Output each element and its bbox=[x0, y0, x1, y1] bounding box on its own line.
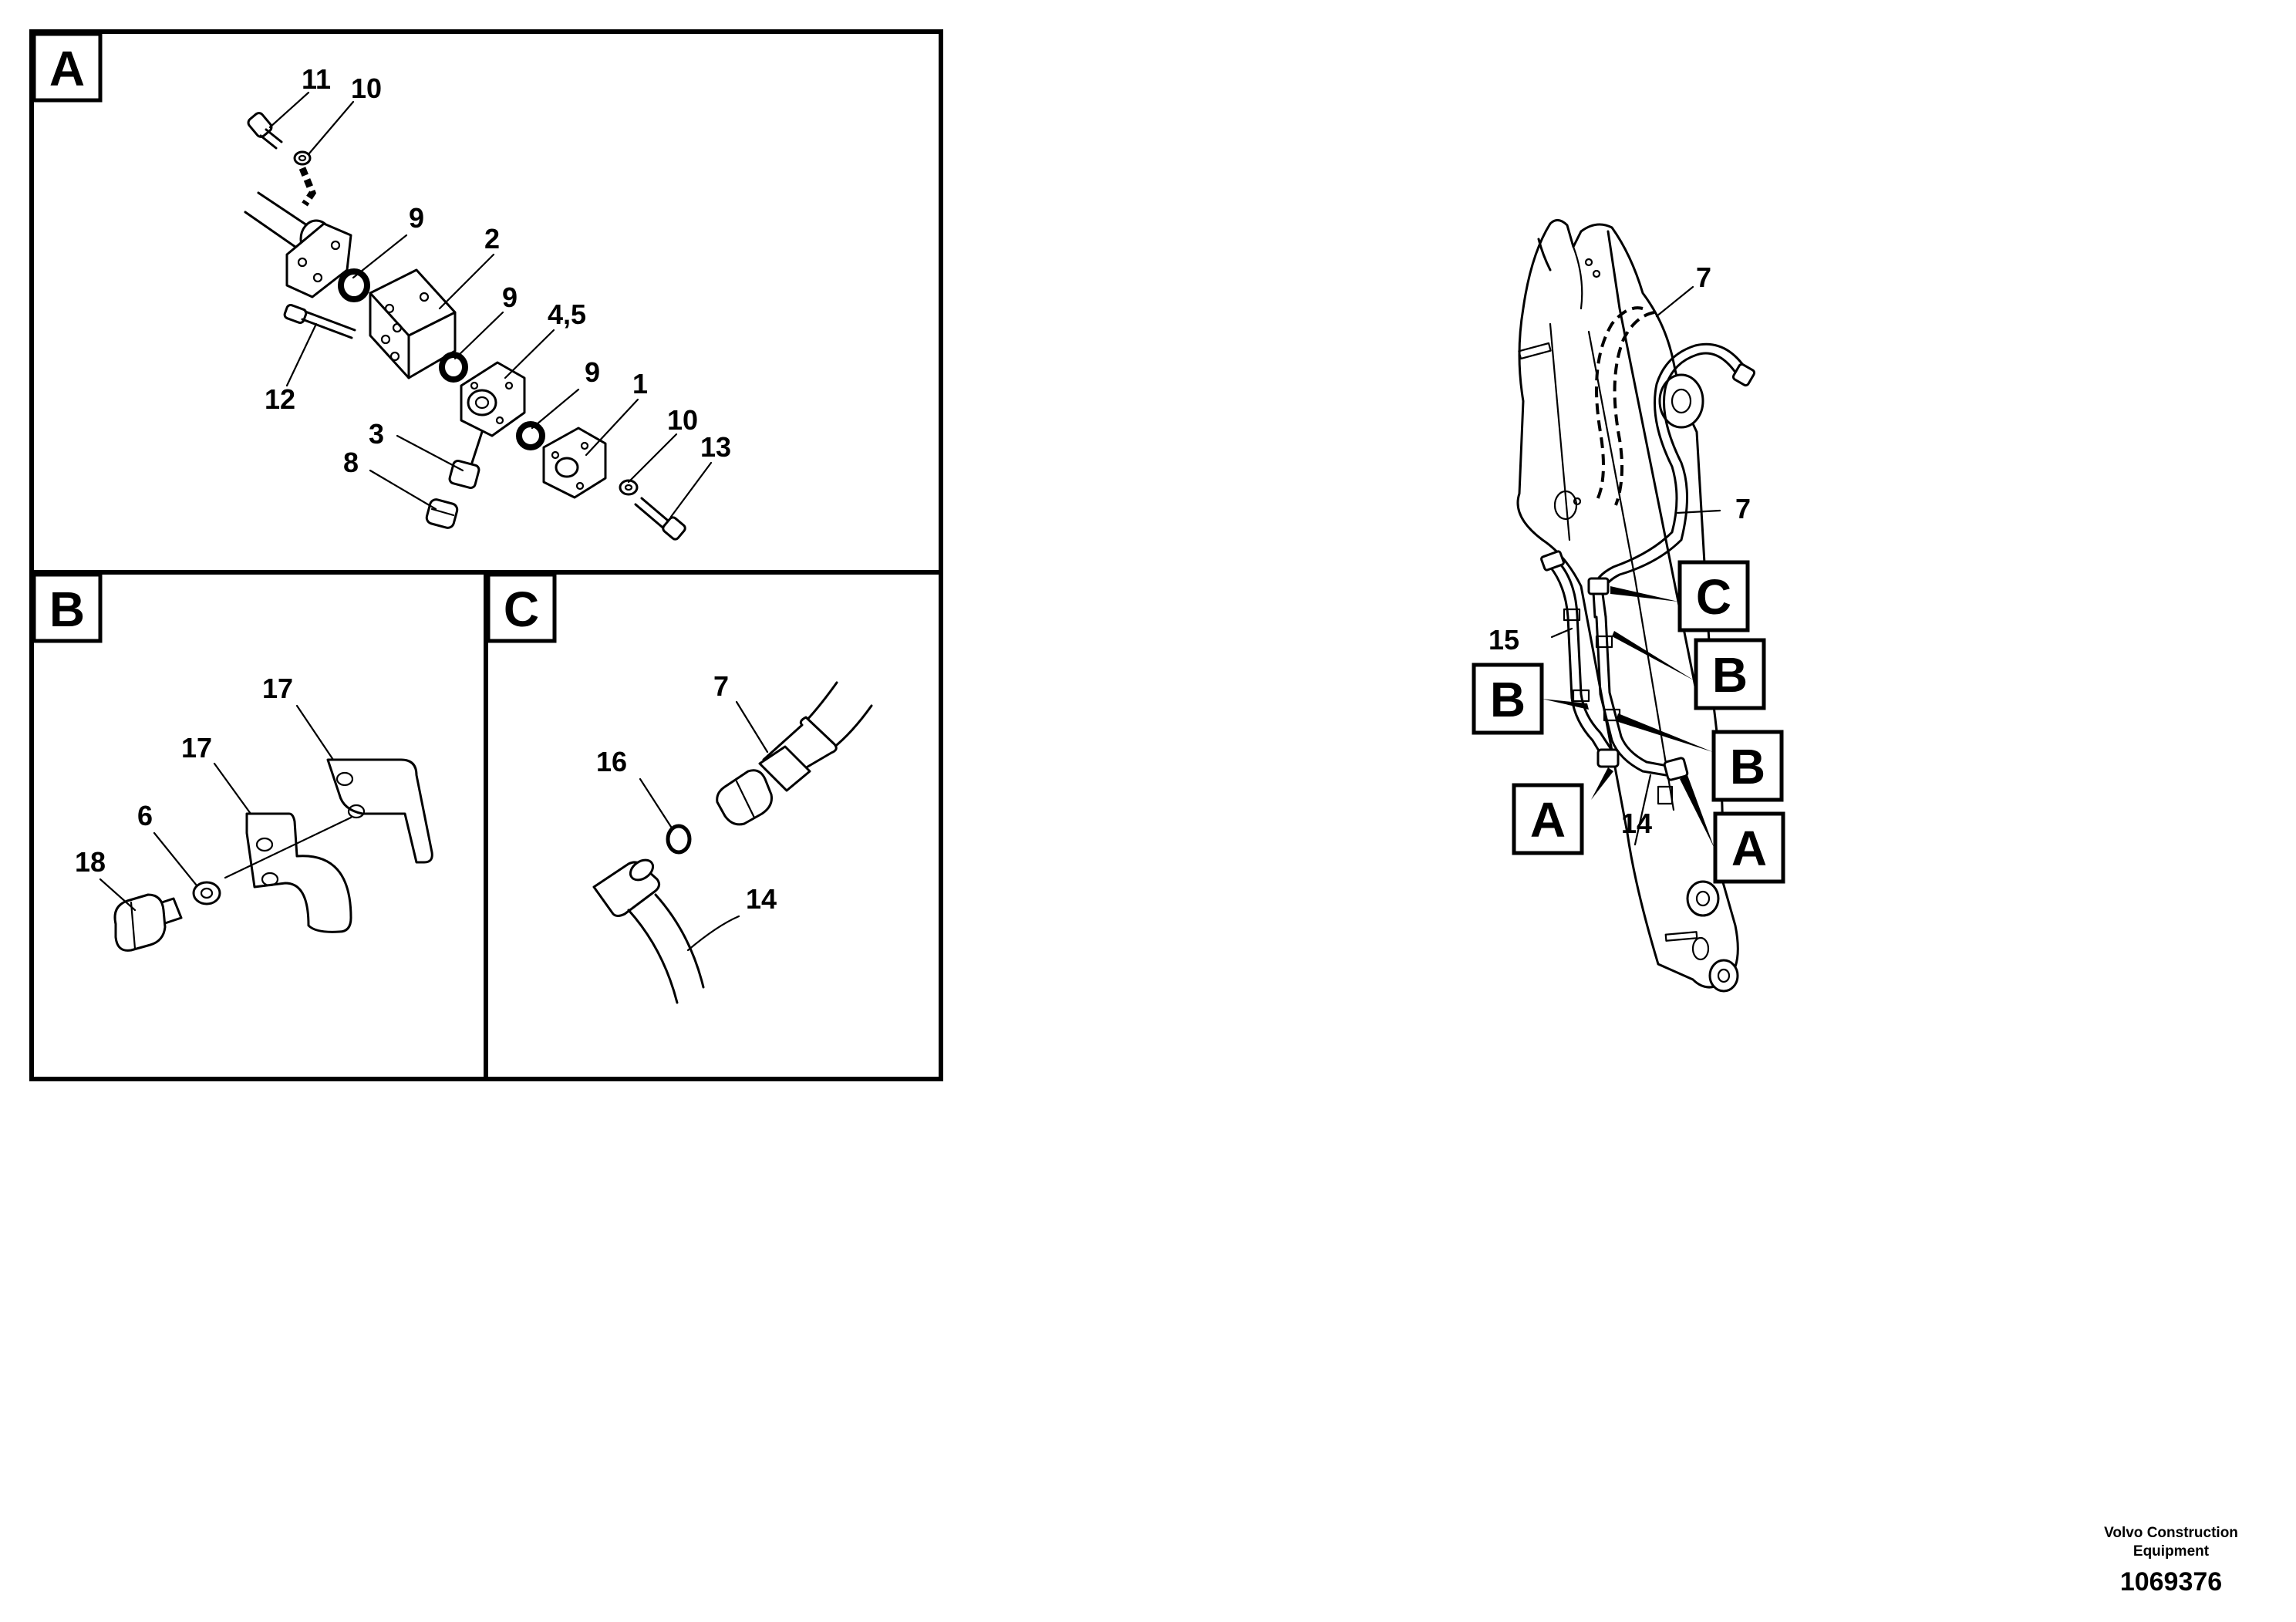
callout-2: 2 bbox=[484, 223, 500, 255]
callout-9: 9 bbox=[502, 282, 518, 313]
hose-14-elbow bbox=[592, 858, 705, 1004]
o-ring-16 bbox=[666, 824, 692, 855]
bolt-18 bbox=[113, 893, 183, 952]
callout-16: 16 bbox=[596, 746, 627, 777]
view-c-label: C bbox=[504, 582, 539, 637]
bolt-11 bbox=[247, 112, 283, 150]
fitting-3 bbox=[448, 430, 484, 490]
callout-7: 7 bbox=[713, 670, 729, 702]
bolt-12 bbox=[283, 304, 356, 339]
view-a-leaders bbox=[268, 91, 713, 518]
flange-4-5 bbox=[460, 361, 526, 437]
callout-18: 18 bbox=[75, 846, 106, 878]
hose-7 bbox=[716, 681, 873, 826]
callout-7: 7 bbox=[1735, 493, 1751, 524]
view-b-callouts: 17 17 6 18 bbox=[75, 673, 293, 878]
bolt-13 bbox=[634, 497, 686, 541]
overview-hose-15 bbox=[1540, 550, 1689, 846]
callout-9: 9 bbox=[409, 202, 424, 234]
callout-4-5: 4,5 bbox=[548, 298, 586, 330]
view-c-label-box bbox=[486, 572, 557, 643]
view-c-leaders bbox=[639, 700, 769, 952]
marker-a: A bbox=[1530, 792, 1566, 848]
detail-view-a: A bbox=[32, 32, 731, 541]
marker-b-box-1 bbox=[1694, 638, 1766, 710]
washer-10-top bbox=[293, 150, 312, 166]
callout-3: 3 bbox=[369, 418, 384, 450]
footer-drawing-number: 1069376 bbox=[2119, 1567, 2223, 1597]
marker-a-box-1 bbox=[1512, 783, 1584, 855]
marker-a: A bbox=[1731, 821, 1767, 876]
overview-callouts: 7 7 15 14 bbox=[1489, 261, 1751, 839]
callout-8: 8 bbox=[343, 447, 359, 478]
marker-a-box-2 bbox=[1713, 811, 1785, 884]
clamp-17-front bbox=[245, 812, 352, 933]
flange-upper bbox=[285, 222, 352, 298]
flange-1 bbox=[542, 427, 607, 499]
callout-13: 13 bbox=[700, 431, 731, 463]
washer-10-bottom bbox=[619, 479, 639, 496]
marker-b-box-2 bbox=[1472, 663, 1544, 735]
detail-view-c: C 7 16 14 bbox=[486, 572, 873, 1004]
overview-arm bbox=[1516, 219, 1739, 993]
plug-8 bbox=[425, 498, 459, 529]
footer-company: Volvo Construction Equipment bbox=[2104, 1525, 2238, 1560]
marker-c: C bbox=[1696, 569, 1731, 625]
detail-view-b: B 17 17 bbox=[32, 572, 433, 952]
o-ring-9-c bbox=[516, 421, 545, 450]
marker-b: B bbox=[1712, 647, 1748, 703]
callout-9: 9 bbox=[585, 356, 600, 388]
callout-7: 7 bbox=[1696, 261, 1711, 293]
view-a-label: A bbox=[49, 41, 85, 96]
o-ring-9-b bbox=[439, 352, 468, 383]
clamp-17-rear bbox=[326, 758, 433, 864]
view-b-label-box bbox=[32, 572, 103, 643]
overview-hose-7 bbox=[1587, 342, 1756, 777]
adapter-block-2 bbox=[369, 268, 457, 379]
callout-10: 10 bbox=[667, 404, 698, 436]
marker-c-box bbox=[1677, 560, 1750, 632]
callout-17: 17 bbox=[181, 732, 212, 764]
callout-15: 15 bbox=[1489, 624, 1519, 656]
overview-view-markers: C B B B A A bbox=[1472, 560, 1785, 884]
overview-leaders bbox=[1542, 285, 1721, 848]
callout-12: 12 bbox=[265, 383, 295, 415]
callout-10: 10 bbox=[351, 73, 382, 104]
callout-6: 6 bbox=[137, 800, 153, 831]
marker-b: B bbox=[1490, 672, 1526, 727]
view-b-leaders bbox=[99, 704, 335, 912]
view-c-callouts: 7 16 14 bbox=[596, 670, 777, 915]
callout-14: 14 bbox=[1621, 808, 1652, 839]
marker-b-box-3 bbox=[1711, 730, 1784, 802]
washer-6 bbox=[192, 881, 221, 905]
view-a-callouts: 11 10 9 2 9 4,5 12 9 1 3 10 13 8 bbox=[265, 63, 731, 478]
callout-1: 1 bbox=[632, 368, 648, 400]
view-a-label-box bbox=[32, 32, 103, 103]
callout-11: 11 bbox=[302, 63, 331, 95]
marker-b: B bbox=[1730, 739, 1765, 794]
callout-17: 17 bbox=[262, 673, 293, 704]
callout-14: 14 bbox=[746, 883, 777, 915]
view-b-label: B bbox=[49, 582, 85, 637]
detail-frames bbox=[29, 29, 943, 1081]
o-ring-9-a bbox=[338, 268, 370, 302]
